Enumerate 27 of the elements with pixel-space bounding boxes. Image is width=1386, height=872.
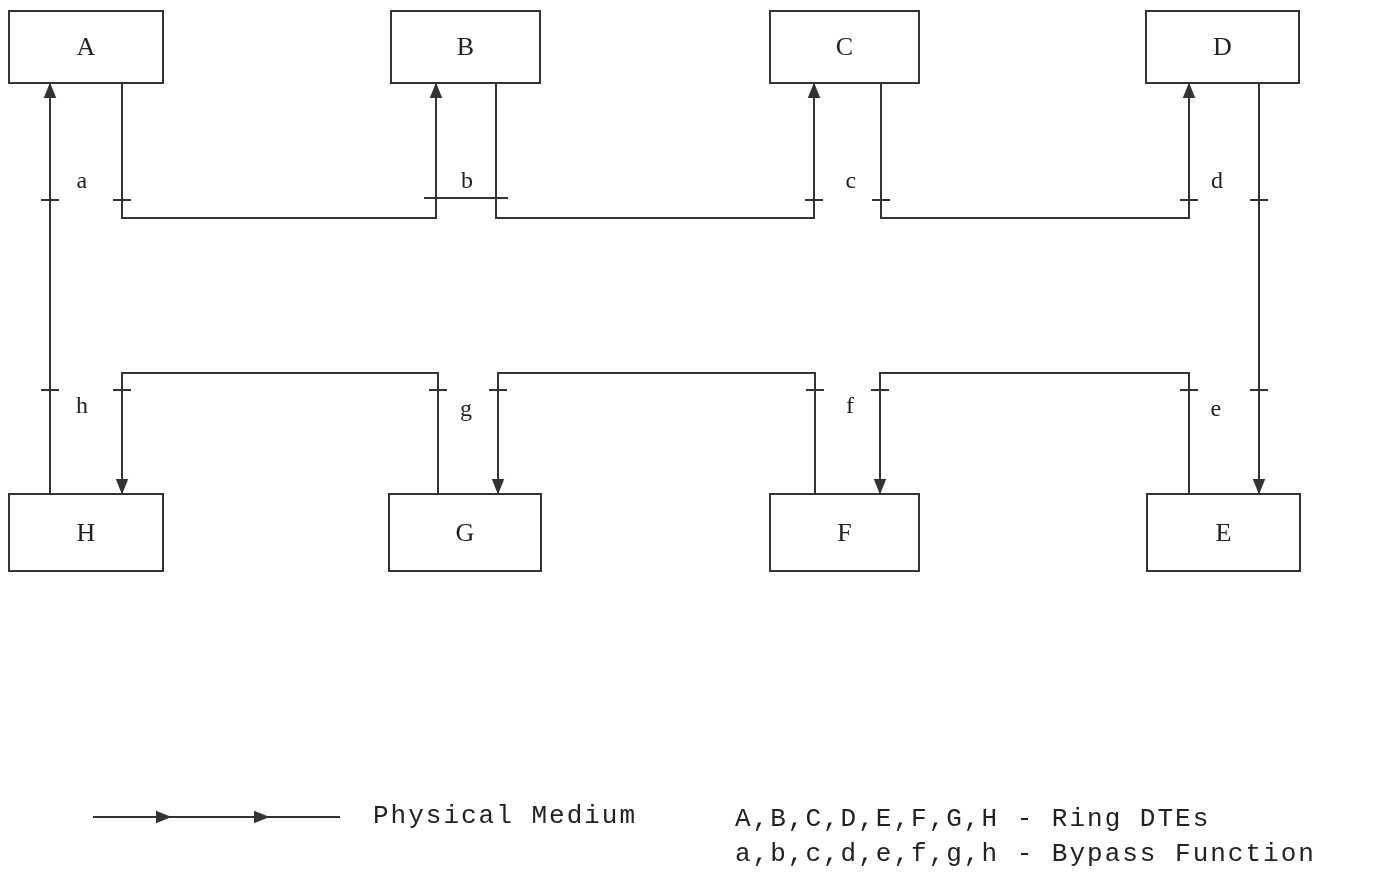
- ring-connector: [491, 372, 816, 495]
- bypass-label: d: [1211, 166, 1223, 194]
- ring-connector: [43, 82, 57, 494]
- key-note: a,b,c,d,e,f,g,h - Bypass Function: [735, 839, 1316, 869]
- station-box: B: [390, 10, 541, 84]
- bypass-label: e: [1210, 394, 1222, 422]
- bypass-label: h: [76, 391, 88, 419]
- legend-text: Physical Medium: [373, 801, 638, 831]
- ring-connector: [121, 82, 443, 219]
- ring-connector: [115, 372, 439, 495]
- station-box: C: [769, 10, 920, 84]
- ring-connector: [1252, 83, 1266, 495]
- station-box: H: [8, 493, 164, 572]
- station-box: E: [1146, 493, 1301, 572]
- station-box: F: [769, 493, 920, 572]
- ring-connector: [495, 82, 821, 219]
- bypass-label: f: [846, 391, 854, 419]
- bypass-label: g: [460, 394, 472, 422]
- bypass-label: c: [845, 166, 857, 194]
- key-note: A,B,C,D,E,F,G,H - Ring DTEs: [735, 804, 1211, 834]
- station-box: A: [8, 10, 164, 84]
- bypass-label: b: [461, 166, 473, 194]
- ring-connector: [880, 82, 1196, 219]
- bypass-label: a: [76, 166, 88, 194]
- station-box: D: [1145, 10, 1300, 84]
- ring-connector: [873, 372, 1190, 495]
- station-box: G: [388, 493, 542, 572]
